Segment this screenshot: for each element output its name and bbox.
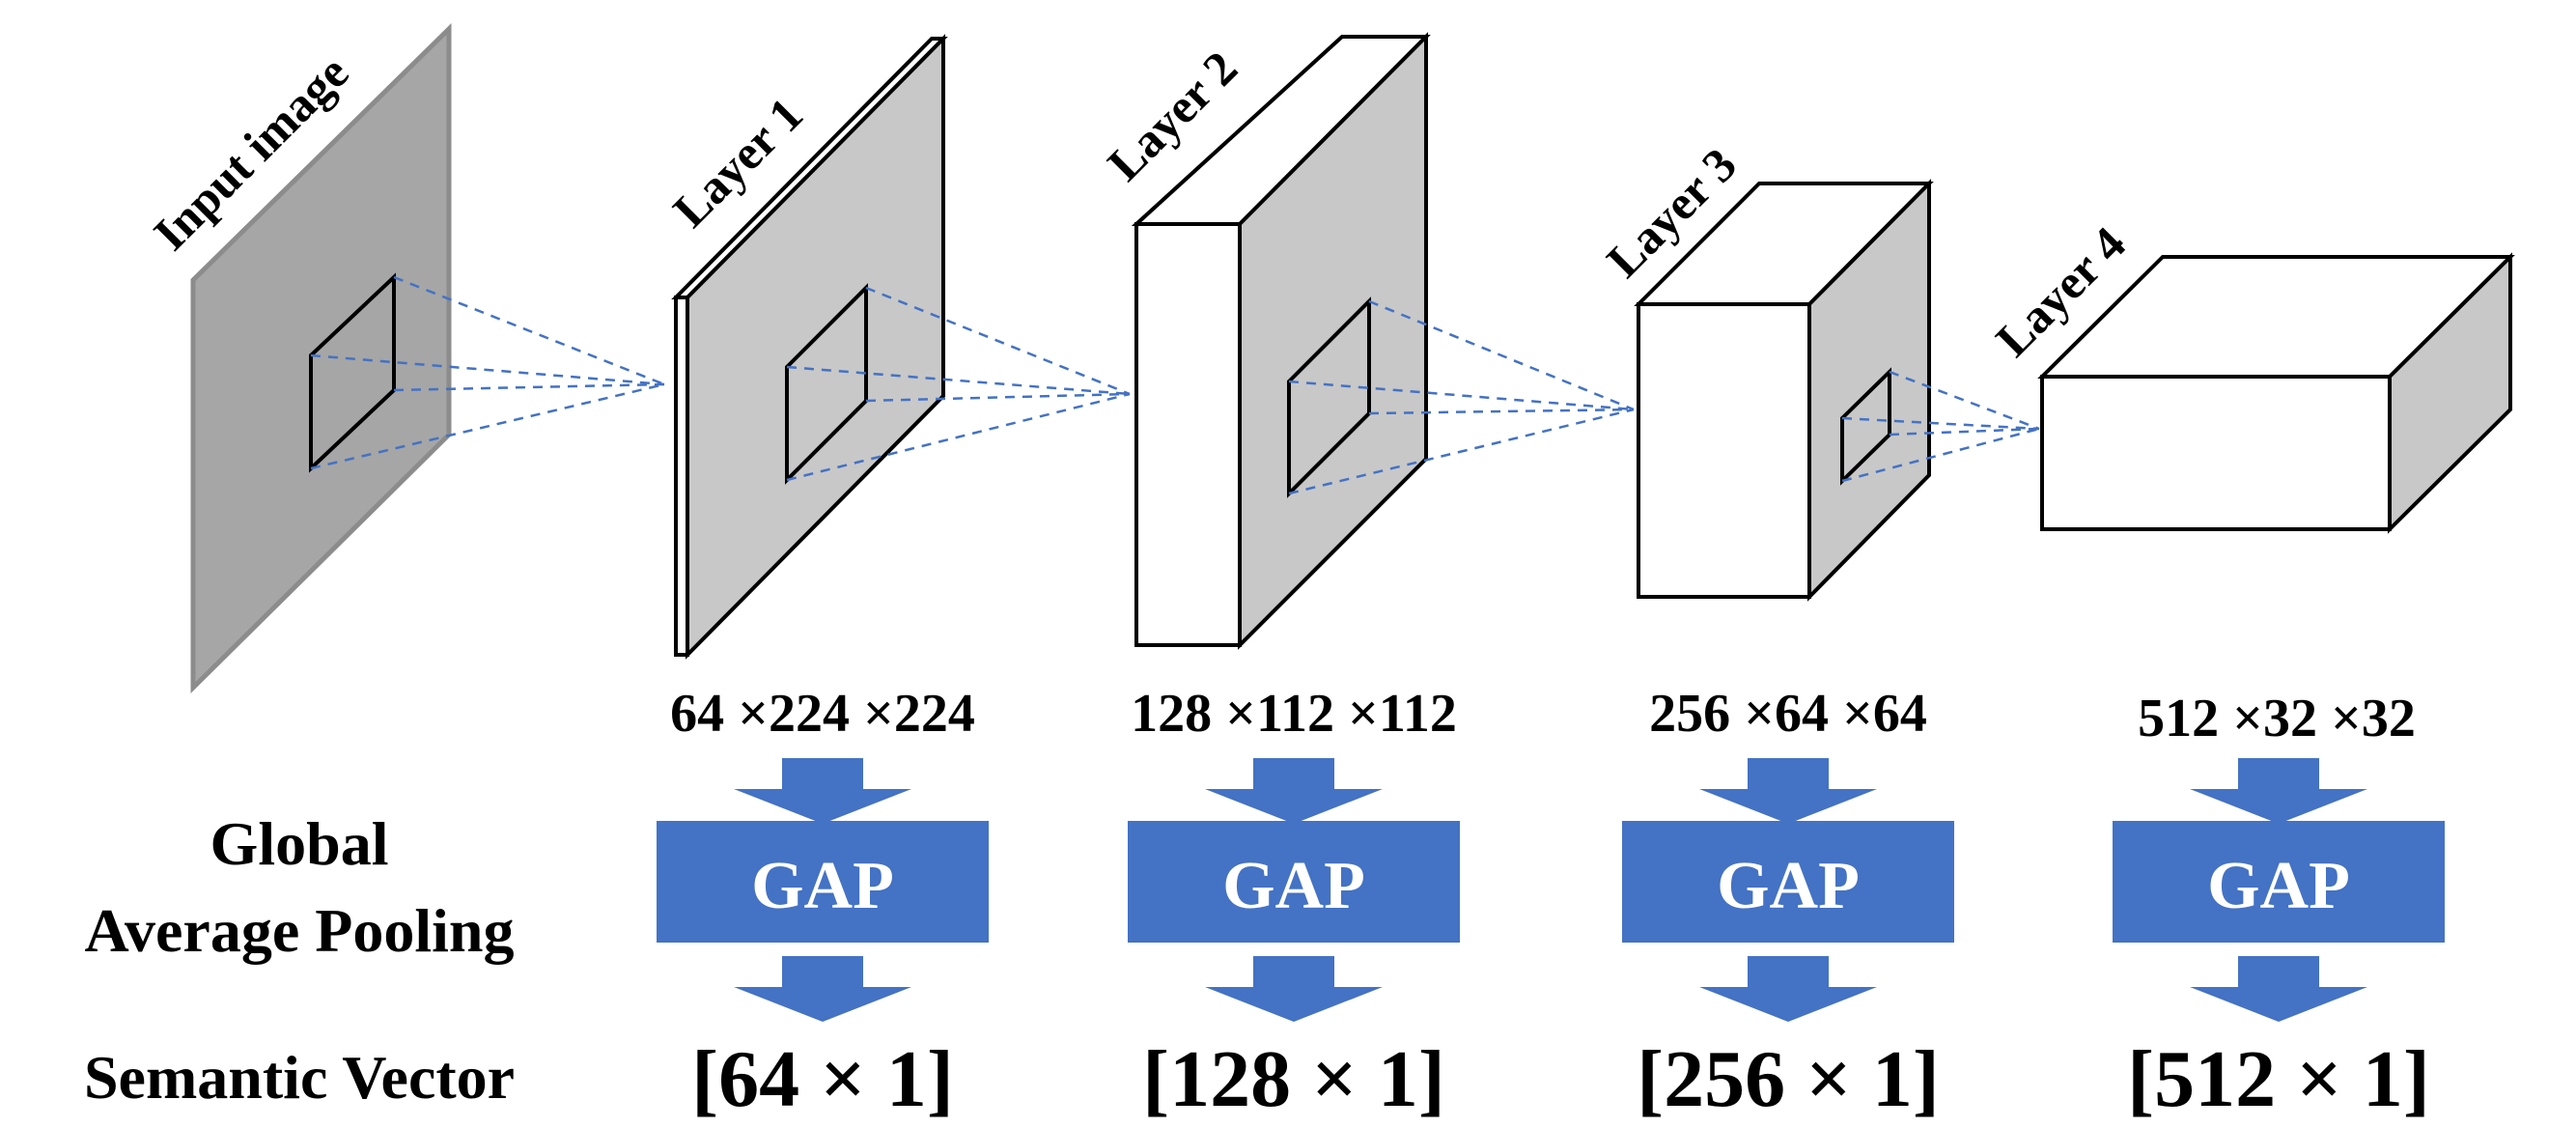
down-arrow-icon [2190, 758, 2367, 824]
semantic-vector-4: [512 × 1] [2127, 1034, 2430, 1124]
layer-1-dims: 64 ×224 ×224 [670, 684, 975, 744]
gap-column-4: GAP [512 × 1] [2113, 758, 2445, 1124]
gap-box-label: GAP [751, 849, 894, 923]
down-arrow-icon [2190, 956, 2367, 1022]
layer-2-dims: 128 ×112 ×112 [1131, 684, 1457, 744]
down-arrow-icon [1699, 758, 1877, 824]
gap-box-label: GAP [2207, 849, 2350, 923]
gap-box-label: GAP [1222, 849, 1365, 923]
down-arrow-icon [734, 956, 911, 1022]
input-image-plane [190, 23, 452, 693]
gap-box-label: GAP [1717, 849, 1860, 923]
semantic-vector-1: [64 × 1] [691, 1034, 954, 1124]
down-arrow-icon [1205, 758, 1383, 824]
projection-lines-2 [786, 286, 1131, 482]
down-arrow-icon [1699, 956, 1877, 1022]
gap-box [1128, 821, 1460, 943]
gap-row-label-line-1: Global [210, 809, 389, 878]
down-arrow-icon [734, 758, 911, 824]
gap-column-2: GAP [128 × 1] [1128, 758, 1460, 1124]
layer-2-block [1131, 32, 1431, 650]
layer-4-dims: 512 ×32 ×32 [2138, 689, 2416, 748]
gap-row-label-line-2: Average Pooling [85, 896, 515, 965]
layer-4-block [2037, 252, 2515, 534]
layer-3-dims: 256 ×64 ×64 [1649, 684, 1927, 744]
gap-box [1622, 821, 1954, 943]
layer-3-block [1634, 179, 1934, 602]
gap-box [2113, 821, 2445, 943]
gap-columns: GAP [64 × 1] GAP [128 × 1] GAP [256 × 1] GAP [5… [657, 758, 2445, 1124]
layer-1-block [671, 34, 948, 660]
semantic-vector-row-label: Semantic Vector [84, 1043, 515, 1112]
gap-column-1: GAP [64 × 1] [657, 758, 989, 1124]
gap-box [657, 821, 989, 943]
down-arrow-icon [1205, 956, 1383, 1022]
semantic-vector-3: [256 × 1] [1637, 1034, 1940, 1124]
gap-column-3: GAP [256 × 1] [1622, 758, 1954, 1124]
semantic-vector-2: [128 × 1] [1142, 1034, 1445, 1124]
projection-lines-4 [1841, 370, 2040, 483]
projection-lines-1 [310, 275, 665, 470]
projection-lines-3 [1288, 299, 1635, 495]
